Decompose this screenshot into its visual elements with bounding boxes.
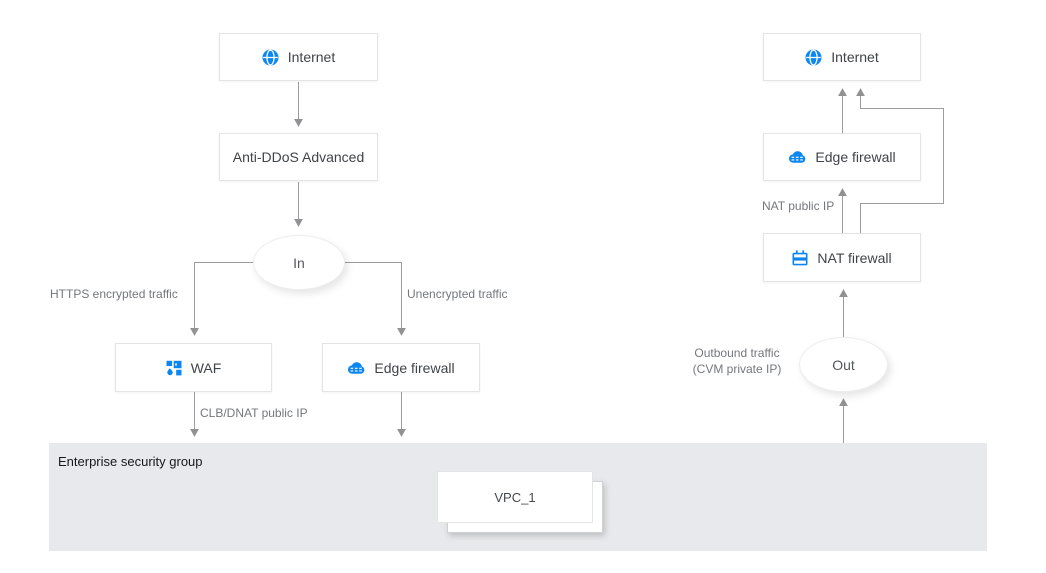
- edge-firewall-node-right: Edge firewall: [763, 133, 921, 181]
- internet-node-right: Internet: [763, 33, 921, 81]
- outbound-traffic-line2: (CVM private IP): [692, 362, 782, 376]
- cloud-firewall-icon: [347, 361, 365, 375]
- outbound-traffic-line1: Outbound traffic: [694, 346, 780, 360]
- internet-label: Internet: [287, 49, 336, 65]
- connector-in-to-edge-firewall: [345, 262, 406, 336]
- anti-ddos-label: Anti-DDoS Advanced: [232, 149, 365, 165]
- internet-node-left: Internet: [219, 33, 378, 81]
- globe-icon: [262, 48, 279, 66]
- out-gate: Out: [799, 337, 888, 392]
- anti-ddos-node: Anti-DDoS Advanced: [219, 133, 378, 181]
- nat-firewall-icon: [792, 249, 808, 266]
- cloud-firewall-icon: [788, 150, 806, 164]
- waf-icon: [166, 360, 182, 376]
- vpc-node: VPC_1: [437, 471, 593, 523]
- vpc-label: VPC_1: [494, 489, 536, 505]
- nat-firewall-label: NAT firewall: [817, 249, 892, 266]
- nat-public-ip-label: NAT public IP: [762, 199, 835, 213]
- globe-icon: [805, 48, 822, 66]
- edge-firewall-node-left: Edge firewall: [322, 343, 480, 392]
- edge-firewall-label: Edge firewall: [374, 359, 455, 376]
- connector-nat-bypass-to-internet: [856, 88, 944, 233]
- nat-firewall-node: NAT firewall: [763, 233, 921, 282]
- in-gate: In: [253, 235, 345, 290]
- edge-firewall-label: Edge firewall: [815, 149, 896, 165]
- connector-in-to-waf: [190, 262, 253, 336]
- out-gate-label: Out: [832, 356, 855, 373]
- clb-dnat-public-ip-label: CLB/DNAT public IP: [200, 406, 308, 420]
- https-traffic-label: HTTPS encrypted traffic: [50, 287, 178, 301]
- waf-node: WAF: [115, 343, 272, 392]
- enterprise-security-group-label: Enterprise security group: [58, 454, 203, 469]
- waf-label: WAF: [190, 359, 222, 376]
- outbound-traffic-label: Outbound traffic (CVM private IP): [684, 345, 790, 377]
- in-gate-label: In: [293, 254, 305, 271]
- internet-label: Internet: [831, 49, 879, 65]
- unencrypted-traffic-label: Unencrypted traffic: [407, 287, 508, 301]
